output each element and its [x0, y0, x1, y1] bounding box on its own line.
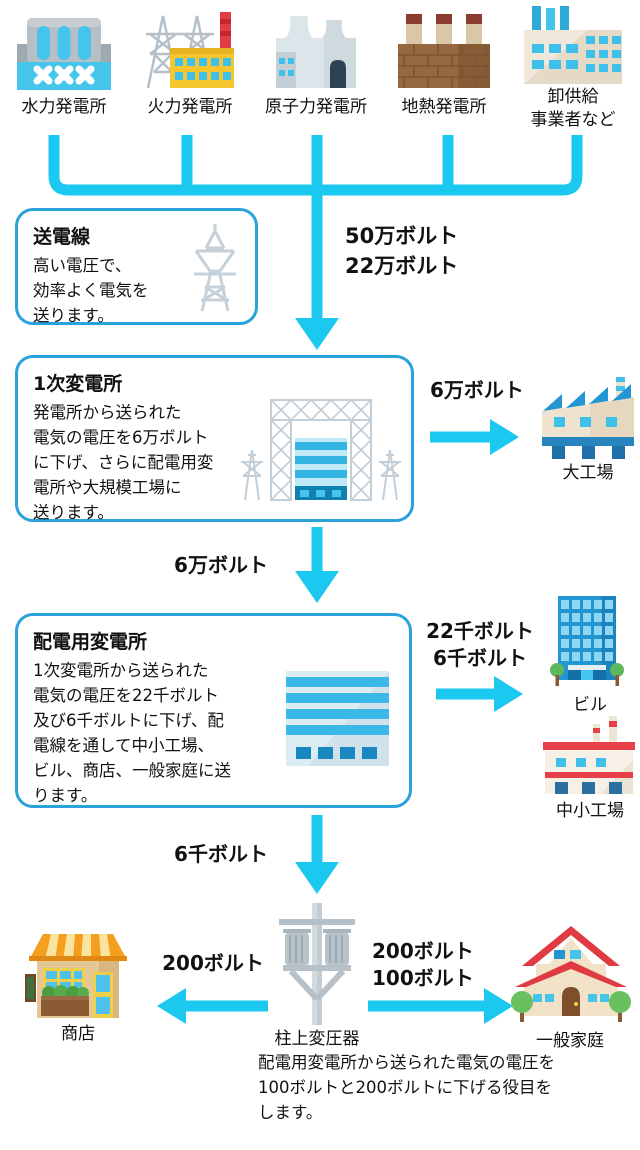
shop-label: 商店: [61, 1024, 95, 1044]
primary-substation-body: 発電所から送られた 電気の電圧を6万ボルト に下げ、さらに配電用変 電所や大規模…: [33, 403, 214, 522]
primary-branch-voltage-label: 6万ボルト: [430, 378, 524, 402]
source-label-geothermal: 地熱発電所: [401, 97, 487, 117]
shop-icon: [25, 930, 131, 1020]
office-building-icon: [548, 596, 626, 690]
trunk-voltage-label: 50万ボルト 22万ボルト: [345, 224, 459, 278]
pole-transformer-icon: [271, 903, 363, 1025]
large-factory-label: 大工場: [562, 463, 614, 483]
distribution-branch-voltage-label: 22千ボルト 6千ボルト: [426, 619, 534, 670]
wholesale-supplier-icon: [518, 6, 628, 86]
office-building-label: ビル: [573, 695, 607, 715]
distribution-substation-icon: [286, 671, 389, 766]
down-arrow-to-distribution: [295, 527, 339, 603]
home-voltage-label: 200ボルト 100ボルト: [372, 939, 474, 990]
down-arrow-to-primary: [295, 190, 339, 350]
small-factory-label: 中小工場: [556, 801, 624, 821]
pole-transformer-label: 柱上変圧器: [274, 1029, 360, 1049]
transmission-box: 送電線 高い電圧で、 効率よく電気を 送ります。: [15, 208, 258, 325]
home-label: 一般家庭: [536, 1031, 604, 1051]
nuclear-plant-icon: [266, 10, 366, 90]
distribution-substation-body: 1次変電所から送られた 電気の電圧を22千ボルト 及び6千ボルトに下げ、配 電線…: [33, 661, 231, 805]
down-arrow-to-pole: [295, 815, 339, 894]
right-arrow-to-large-factory: [430, 419, 519, 455]
distribution-down-voltage-label: 6千ボルト: [174, 842, 268, 866]
primary-substation-title: 1次変電所: [33, 373, 123, 395]
primary-substation-icon: [237, 392, 405, 506]
pole-transformer-note: 配電用変電所から送られた電気の電圧を 100ボルトと200ボルトに下げる役目を …: [258, 1053, 555, 1122]
home-icon: [510, 920, 632, 1024]
distribution-substation-box: 配電用変電所 1次変電所から送られた 電気の電圧を22千ボルト 及び6千ボルトに…: [15, 613, 412, 808]
hydro-plant-icon: [17, 10, 111, 90]
source-label-thermal: 火力発電所: [147, 97, 233, 117]
source-label-nuclear: 原子力発電所: [265, 97, 367, 117]
thermal-plant-icon: [142, 6, 238, 90]
right-arrow-to-home: [368, 988, 513, 1024]
trunk-connector: [48, 135, 583, 196]
large-factory-icon: [540, 377, 636, 461]
transmission-body: 高い電圧で、 効率よく電気を 送ります。: [33, 256, 149, 325]
primary-substation-box: 1次変電所 発電所から送られた 電気の電圧を6万ボルト に下げ、さらに配電用変 …: [15, 355, 414, 522]
shop-voltage-label: 200ボルト: [162, 951, 264, 975]
primary-down-voltage-label: 6万ボルト: [174, 553, 268, 577]
geothermal-plant-icon: [396, 10, 492, 90]
source-label-hydro: 水力発電所: [21, 97, 107, 117]
transmission-title: 送電線: [33, 226, 91, 248]
right-arrow-to-building: [436, 676, 523, 712]
small-factory-icon: [543, 716, 635, 798]
left-arrow-to-shop: [157, 988, 268, 1024]
transmission-tower-icon: [183, 221, 247, 315]
distribution-substation-title: 配電用変電所: [33, 631, 148, 653]
source-label-wholesale: 卸供給 事業者など: [530, 87, 616, 130]
